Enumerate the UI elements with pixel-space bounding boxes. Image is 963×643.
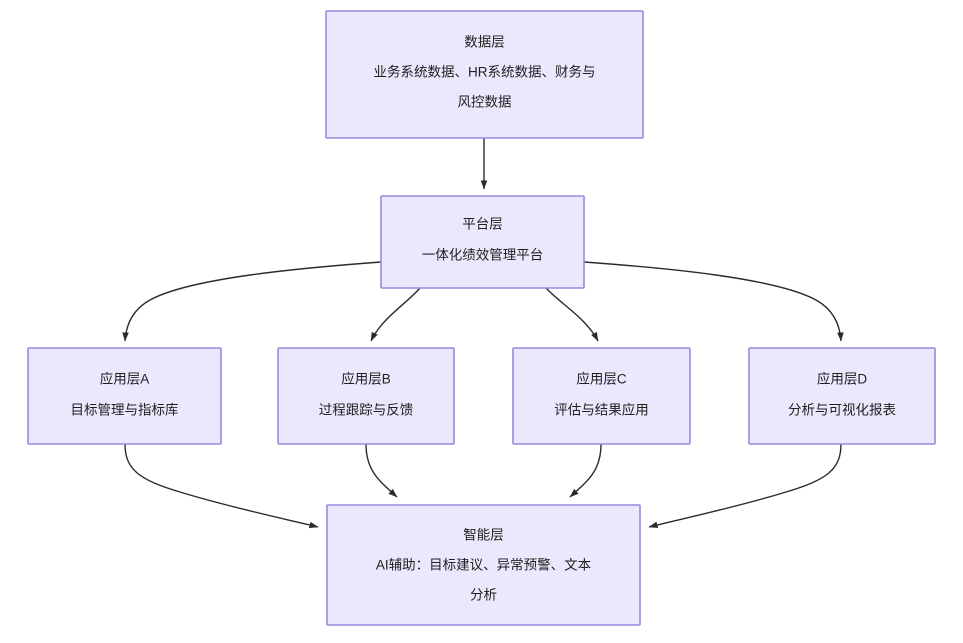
- node-data-layer-title: 数据层: [464, 35, 505, 50]
- node-data-layer-box[interactable]: [325, 10, 644, 139]
- node-app-layer-b-title: 应用层B: [341, 371, 391, 387]
- node-app-layer-c-line-1: 评估与结果应用: [554, 402, 649, 418]
- edge-app-layer-a-to-intelligence-layer: [124, 443, 319, 529]
- edge-app-layer-d-to-intelligence-layer: [648, 443, 842, 529]
- node-app-layer-d-box[interactable]: [748, 347, 936, 445]
- node-app-layer-d[interactable]: 应用层D 分析与可视化报表: [748, 347, 936, 445]
- node-app-layer-a-box[interactable]: [27, 347, 222, 445]
- node-app-layer-c-box[interactable]: [512, 347, 691, 445]
- node-app-layer-d-title: 应用层D: [817, 371, 867, 387]
- node-platform-layer-box[interactable]: [380, 195, 585, 289]
- node-data-layer-line-1: 业务系统数据、HR系统数据、财务与: [374, 65, 596, 80]
- edge-platform-layer-to-app-layer-b: [370, 287, 421, 342]
- edge-group: [122, 138, 844, 529]
- node-app-layer-c-title: 应用层C: [576, 371, 626, 387]
- node-data-layer-line-2: 风控数据: [458, 95, 512, 110]
- edge-app-layer-b-to-intelligence-layer: [365, 443, 398, 498]
- node-app-layer-a-title: 应用层A: [100, 371, 150, 387]
- edge-platform-layer-to-app-layer-a: [122, 261, 382, 342]
- node-intelligence-layer-box[interactable]: [326, 504, 641, 626]
- node-app-layer-b-line-1: 过程跟踪与反馈: [319, 403, 414, 418]
- node-intelligence-layer-line-1: AI辅助：目标建议、异常预警、文本: [376, 558, 592, 573]
- node-intelligence-layer-line-2: 分析: [470, 588, 497, 603]
- node-app-layer-a[interactable]: 应用层A 目标管理与指标库: [27, 347, 222, 445]
- node-app-layer-b[interactable]: 应用层B 过程跟踪与反馈: [277, 347, 455, 445]
- node-platform-layer[interactable]: 平台层 一体化绩效管理平台: [380, 195, 585, 289]
- node-app-layer-b-box[interactable]: [277, 347, 455, 445]
- node-data-layer[interactable]: 数据层 业务系统数据、HR系统数据、财务与 风控数据: [325, 10, 644, 139]
- node-app-layer-c[interactable]: 应用层C 评估与结果应用: [512, 347, 691, 445]
- node-app-layer-d-line-1: 分析与可视化报表: [788, 403, 896, 418]
- edge-platform-layer-to-app-layer-c: [545, 287, 599, 342]
- node-platform-layer-line-1: 一体化绩效管理平台: [422, 248, 544, 263]
- node-platform-layer-title: 平台层: [462, 217, 503, 232]
- node-app-layer-a-line-1: 目标管理与指标库: [71, 403, 179, 418]
- node-intelligence-layer-title: 智能层: [463, 528, 504, 543]
- edge-platform-layer-to-app-layer-d: [583, 261, 844, 342]
- edge-app-layer-c-to-intelligence-layer: [569, 443, 602, 498]
- node-intelligence-layer[interactable]: 智能层 AI辅助：目标建议、异常预警、文本 分析: [326, 504, 641, 626]
